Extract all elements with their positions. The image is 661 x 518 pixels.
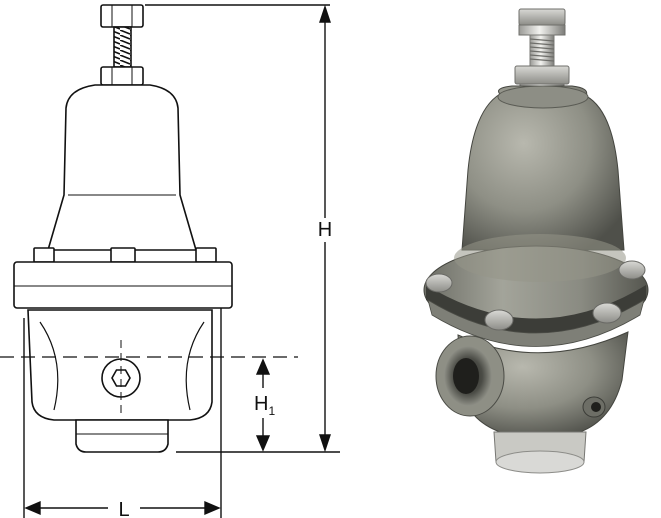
photo-bonnet-dome: [461, 85, 625, 251]
photo-adjusting-screw: [514, 8, 570, 95]
dimension-l-label: L: [118, 499, 129, 518]
dimension-h-label-text: H: [318, 219, 332, 241]
line-drawing: [13, 4, 233, 453]
diaphragm-flange: [13, 261, 233, 309]
dimension-h1-label: H1: [254, 393, 275, 418]
dimension-h1-subscript: 1: [268, 404, 275, 418]
photo-flange-bolts: [425, 260, 646, 331]
bonnet-dome: [46, 84, 198, 251]
bottom-cap: [75, 419, 169, 453]
adjusting-screw: [100, 4, 144, 86]
regulator-photo: [423, 8, 649, 474]
dimension-lines: [0, 4, 340, 518]
